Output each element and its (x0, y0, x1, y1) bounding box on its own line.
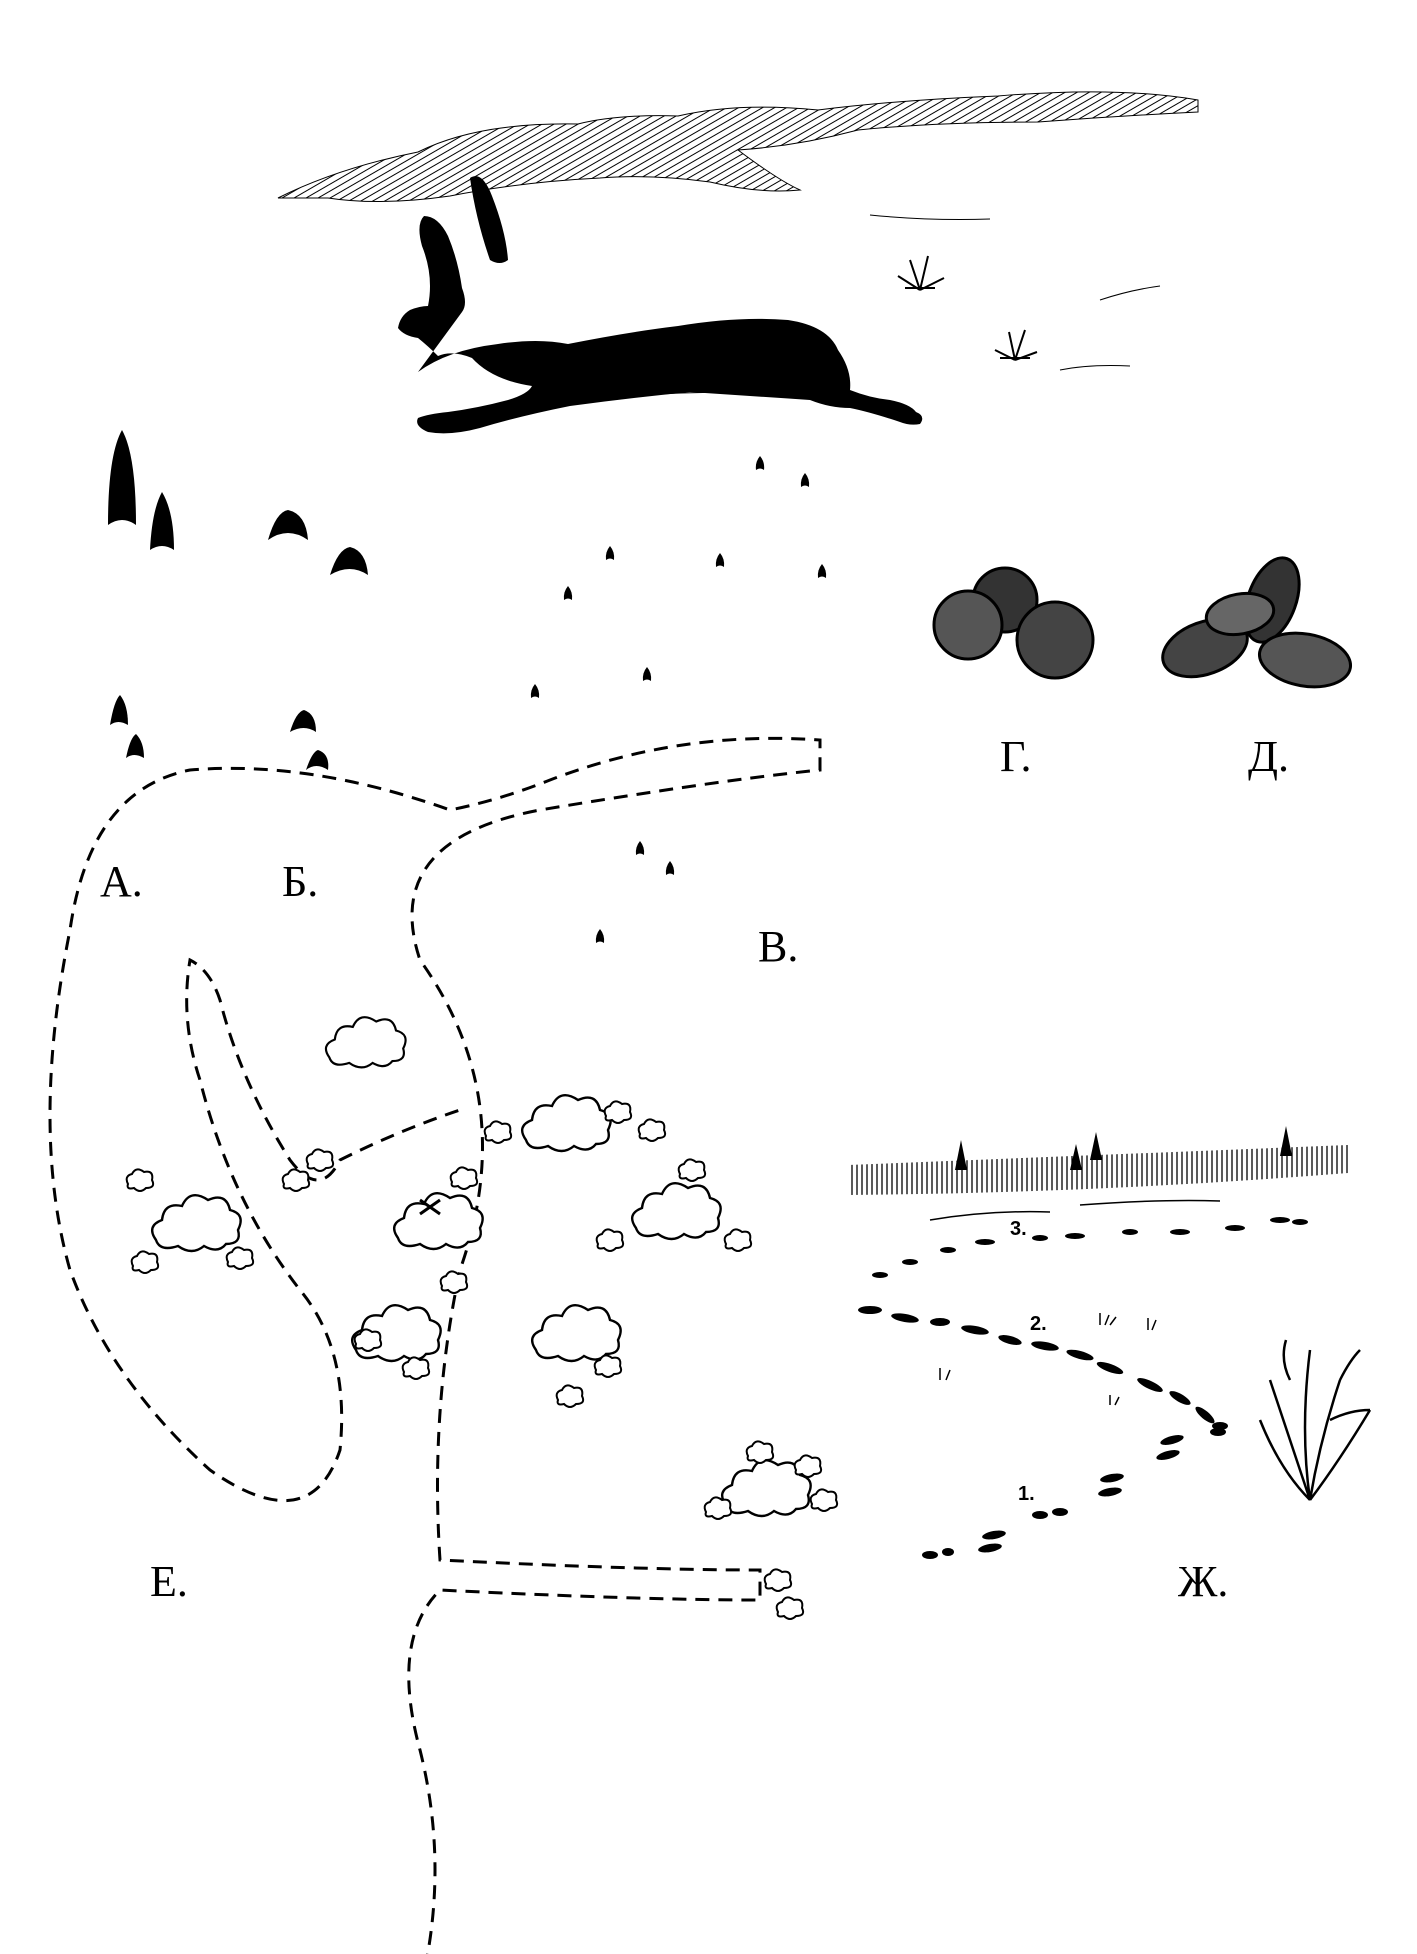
track-1-prints (922, 1422, 1228, 1559)
track-label-1: 1. (1018, 1483, 1035, 1505)
bushes-e (125, 1016, 839, 1620)
label-v: В. (758, 922, 799, 971)
footprints-a (108, 430, 174, 758)
label-g: Г. (1000, 732, 1032, 781)
hare-ear (470, 176, 508, 263)
label-b: Б. (282, 857, 319, 906)
label-e: Е. (150, 1557, 188, 1606)
field-scene-zh: 1. 2. 3. (848, 1126, 1372, 1559)
bare-bush-icon (1258, 1339, 1372, 1501)
shrub-icon (897, 255, 1038, 361)
label-a: А. (100, 857, 143, 906)
track-label-2: 2. (1030, 1313, 1047, 1335)
track-3-prints (872, 1217, 1308, 1278)
trail-map-e (48, 736, 822, 1954)
hare-bed-mark (419, 1198, 441, 1216)
hare-silhouette (398, 216, 923, 434)
droppings-d (1161, 556, 1353, 689)
label-d: Д. (1248, 732, 1290, 781)
droppings-g (932, 566, 1095, 680)
footprints-v (530, 456, 827, 943)
forest-edge-hatching (277, 91, 1199, 203)
track-2-prints (858, 1306, 1226, 1436)
label-zh: Ж. (1178, 1557, 1229, 1606)
trail-dashed-path (48, 736, 822, 1954)
footprints-b (268, 510, 368, 770)
track-label-3: 3. (1010, 1218, 1027, 1240)
running-hare-scene (277, 91, 1199, 434)
treeline-hatching (848, 1145, 1348, 1195)
